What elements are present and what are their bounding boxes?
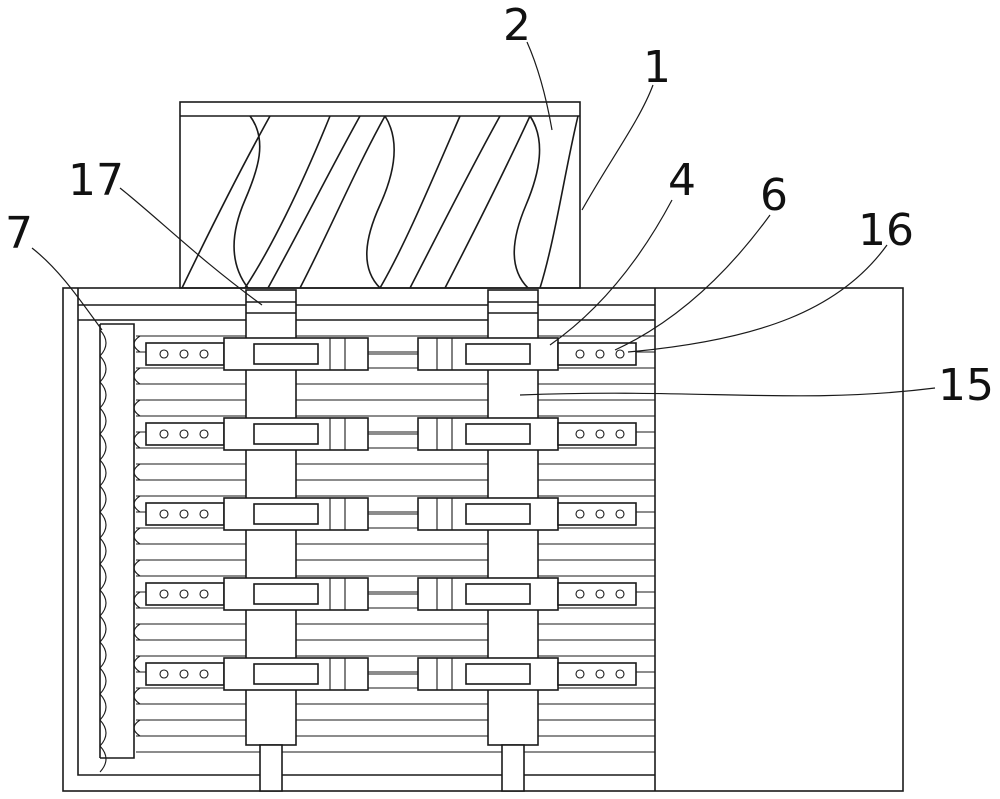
hole xyxy=(199,669,209,679)
hole xyxy=(199,589,209,599)
hole xyxy=(199,429,209,439)
hole xyxy=(159,589,169,599)
left-plate xyxy=(145,582,225,606)
callout-7: 7 xyxy=(5,208,33,259)
left-clamp-slot xyxy=(253,343,319,365)
hole xyxy=(595,669,605,679)
left-clamp-slot xyxy=(253,663,319,685)
hole xyxy=(595,589,605,599)
hole xyxy=(615,429,625,439)
right-plate xyxy=(557,582,637,606)
callout-labels: 2 1 17 4 6 16 7 15 xyxy=(5,0,994,411)
left-plate xyxy=(145,662,225,686)
right-clamp-slot xyxy=(465,343,531,365)
hole xyxy=(179,429,189,439)
clamp-row xyxy=(145,577,637,611)
left-plate xyxy=(145,342,225,366)
hole xyxy=(615,509,625,519)
hole xyxy=(159,349,169,359)
bar-end xyxy=(133,687,141,705)
left-plate xyxy=(145,422,225,446)
lower-frame xyxy=(62,287,904,792)
hole xyxy=(615,589,625,599)
bar-end xyxy=(133,591,141,609)
callout-16: 16 xyxy=(858,205,914,256)
bar-end xyxy=(133,655,141,673)
right-plate xyxy=(557,342,637,366)
horizontal-bars xyxy=(133,335,655,753)
hole xyxy=(159,429,169,439)
bar-end xyxy=(133,399,141,417)
upper-housing xyxy=(179,101,581,289)
right-clamp-slot xyxy=(465,503,531,525)
clamp-row xyxy=(145,417,637,451)
bar-end xyxy=(133,335,141,353)
hole xyxy=(179,349,189,359)
hole xyxy=(179,509,189,519)
left-clamp-slot xyxy=(253,423,319,445)
hole xyxy=(575,669,585,679)
callout-1: 1 xyxy=(643,42,671,93)
clamp-row xyxy=(145,497,637,531)
callout-2: 2 xyxy=(503,0,531,51)
bar-end xyxy=(133,623,141,641)
hole xyxy=(575,589,585,599)
wavy-side-wall xyxy=(99,323,135,773)
clamp-rows xyxy=(145,337,637,691)
callout-15: 15 xyxy=(938,360,994,411)
callout-17: 17 xyxy=(68,155,124,206)
callout-4: 4 xyxy=(668,155,696,206)
leader-lines xyxy=(31,41,936,397)
hole xyxy=(615,349,625,359)
bar-end xyxy=(133,431,141,449)
left-plate xyxy=(145,502,225,526)
hole xyxy=(159,509,169,519)
bar-end xyxy=(133,527,141,545)
clamp-row xyxy=(145,337,637,371)
right-plate xyxy=(557,662,637,686)
left-clamp-slot xyxy=(253,503,319,525)
bar-end xyxy=(133,495,141,513)
hole xyxy=(595,509,605,519)
callout-6: 6 xyxy=(760,170,788,221)
bar-end xyxy=(133,559,141,577)
left-clamp-slot xyxy=(253,583,319,605)
hole xyxy=(615,669,625,679)
hole xyxy=(199,509,209,519)
hole xyxy=(179,669,189,679)
hole xyxy=(159,669,169,679)
right-plate xyxy=(557,502,637,526)
hole xyxy=(199,349,209,359)
right-plate xyxy=(557,422,637,446)
bar-end xyxy=(133,719,141,737)
hole xyxy=(595,429,605,439)
bar-end xyxy=(133,463,141,481)
hole xyxy=(575,429,585,439)
right-clamp-slot xyxy=(465,583,531,605)
hole xyxy=(575,509,585,519)
spiral-blades xyxy=(181,115,579,289)
hole xyxy=(595,349,605,359)
hole xyxy=(575,349,585,359)
bar-end xyxy=(133,367,141,385)
right-clamp-slot xyxy=(465,663,531,685)
hole xyxy=(179,589,189,599)
right-clamp-slot xyxy=(465,423,531,445)
clamp-row xyxy=(145,657,637,691)
